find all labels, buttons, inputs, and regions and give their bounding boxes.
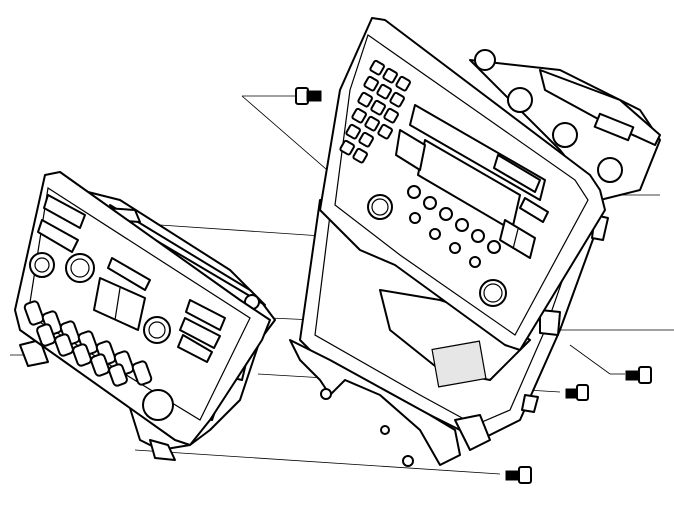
screw-top-thread: [306, 90, 322, 102]
preset-button-1: [407, 185, 421, 199]
eject-button: [493, 154, 541, 193]
tuning-knob-inner: [483, 283, 503, 303]
preset-button-6: [487, 240, 501, 254]
keypad-button-7: [357, 91, 373, 108]
fan-speed-knob: [65, 253, 95, 283]
temp-knob-left-inner: [34, 257, 50, 273]
screw-bottom-thread: [505, 470, 521, 481]
panel-left-tab: [19, 339, 49, 367]
mode-button-9: [54, 333, 74, 357]
rear-knob-shaft-2: [552, 122, 578, 148]
audio-head-unit: [289, 17, 661, 467]
volume-knob-inner: [371, 198, 389, 216]
preset-buttons: [407, 185, 501, 268]
screw-middle-head: [576, 384, 589, 401]
screw-bottom-head: [518, 466, 532, 484]
temp-knob-right-inner: [148, 321, 166, 339]
center-display: [93, 277, 146, 331]
keypad-button-16: [352, 147, 368, 164]
keypad-button-9: [383, 107, 399, 124]
nav-button-pad: [499, 219, 536, 259]
screw-right-head: [638, 366, 652, 384]
mode-button-10: [72, 343, 92, 367]
preset-button-9: [449, 242, 461, 254]
rear-defrost-knob: [142, 389, 174, 421]
keypad-button-10: [351, 107, 367, 124]
keypad-button-13: [345, 123, 361, 140]
keypad-button-14: [358, 131, 374, 148]
keypad-button-5: [376, 83, 392, 100]
keypad-button-11: [364, 115, 380, 132]
screw-bottom: [505, 466, 532, 484]
recirc-button: [185, 299, 226, 331]
rear-connector-slot: [593, 112, 635, 142]
bracket-base-flange: [289, 339, 461, 466]
panel-slot-1: [43, 194, 86, 229]
keypad-button-8: [370, 99, 386, 116]
keypad-button-15: [339, 139, 355, 156]
faceplate-inner-border: [334, 34, 589, 336]
preset-button-4: [455, 218, 469, 232]
bracket-right-clip: [521, 394, 539, 413]
panel-slot-2: [37, 219, 79, 253]
keypad-button-12: [377, 123, 393, 140]
sync-button: [177, 334, 213, 363]
preset-button-2: [423, 196, 437, 210]
center-display-divider: [114, 287, 121, 321]
bracket-side-tab: [454, 414, 491, 451]
rear-knob-shaft-1: [507, 87, 533, 113]
preset-button-7: [409, 212, 421, 224]
bracket-hole-3: [380, 425, 390, 435]
bracket-right-tab: [539, 309, 561, 336]
climate-control-panel: [14, 171, 276, 461]
keypad-button-2: [382, 67, 398, 84]
screw-top: [295, 87, 322, 105]
keypad-button-3: [395, 75, 411, 92]
screw-right: [625, 366, 652, 384]
display-side-button: [395, 129, 426, 171]
leader-line-right-screw: [569, 344, 611, 375]
rear-knob-shaft-4: [474, 49, 496, 71]
leader-line-bottom-screw: [134, 449, 501, 475]
preset-button-10: [469, 256, 481, 268]
mode-button-7: [131, 360, 153, 386]
keypad-button-6: [389, 91, 405, 108]
preset-button-8: [429, 228, 441, 240]
mode-button-1: [23, 300, 45, 326]
temp-knob-right: [143, 316, 171, 344]
nav-button-divider: [512, 228, 519, 250]
keypad-button-1: [369, 59, 385, 76]
auto-button: [179, 317, 221, 349]
screw-top-head: [295, 87, 309, 105]
preset-button-5: [471, 229, 485, 243]
rear-knob-shaft-3: [597, 157, 623, 183]
screw-middle: [565, 384, 589, 401]
mode-button-8: [36, 323, 56, 347]
mode-button-row: [23, 300, 153, 387]
keypad-group: [339, 59, 411, 164]
mode-button-11: [90, 353, 110, 377]
preset-button-3: [439, 207, 453, 221]
mode-button-12: [108, 363, 128, 387]
ac-button: [107, 257, 151, 291]
keypad-button-4: [363, 75, 379, 92]
screw-right-thread: [625, 370, 641, 381]
mode-button: [519, 197, 549, 223]
bracket-hole-1: [320, 388, 332, 400]
bracket-hole-2: [402, 455, 414, 467]
temp-knob-left: [29, 252, 55, 278]
fan-speed-knob-inner: [70, 258, 90, 278]
panel-bottom-tab: [149, 439, 176, 461]
bracket-cutout: [431, 340, 487, 388]
